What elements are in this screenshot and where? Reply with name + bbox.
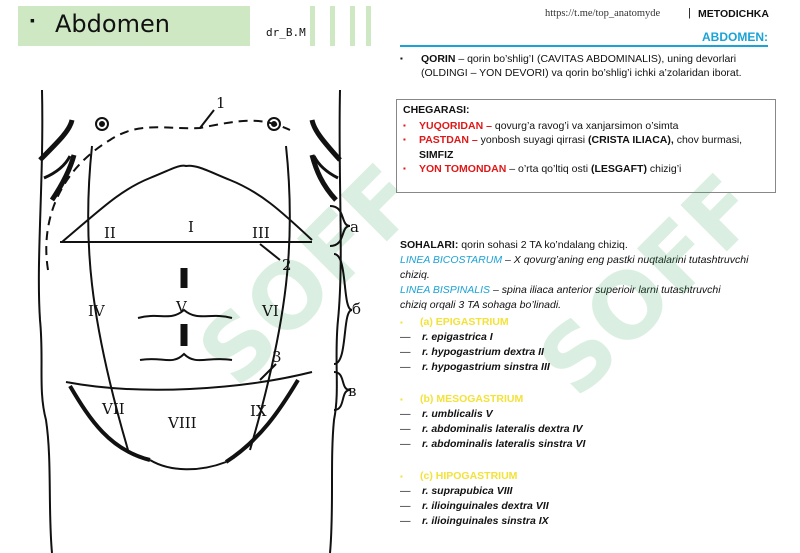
page-title: Abdomen [55,10,170,38]
channel-link[interactable]: https://t.me/top_anatomyde [545,8,661,19]
list-item: —r. hypogastrium sinstra III [400,361,550,373]
svg-text:VI: VI [261,302,279,320]
svg-text:в: в [348,382,356,400]
svg-text:I: I [188,218,194,236]
list-item: —r. epigastrica I [400,331,493,343]
title-band [18,6,250,46]
regions-section: SOHALARI: qorin sohasi 2 TA ko’ndalang c… [400,238,772,529]
regions-label: SOHALARI: [400,239,459,251]
body-outline-left [37,89,53,553]
list-item: —r. umblicalis V [400,408,493,420]
intro-paragraph: ▪ QORIN – qorin bo’shlig’I (CAVITAS ABDO… [400,52,770,80]
border-item: ▪PASTDAN – yonbosh suyagi qirrasi (CRIST… [403,134,743,161]
title-bullet: ▪ [30,12,35,28]
svg-text:VIII: VIII [167,414,197,432]
nipple-right [267,117,281,131]
svg-text:VII: VII [101,400,125,418]
section-title: ABDOMEN: [702,30,768,44]
list-item: —r. ilioinguinales sinstra IX [400,515,549,527]
svg-text:3: 3 [272,348,282,366]
svg-text:a: a [350,218,359,236]
svg-text:1: 1 [216,94,226,112]
group-heading: (b) MESOGASTRIUM [420,393,524,405]
svg-text:IV: IV [88,302,106,320]
abdomen-regions-diagram: II I III IV V VI VII VIII IX 1 2 3 a б в [37,89,361,553]
intro-text: – qorin bo’shlig’I (CAVITAS ABDOMINALIS)… [455,53,737,65]
header-separator: | [688,7,691,19]
region-group: ▪(b) MESOGASTRIUM —r. umblicalis V —r. a… [400,392,772,452]
list-item: —r. suprapubica VIII [400,485,513,497]
nipple-left [95,117,109,131]
list-item: —r. abdominalis lateralis sinstra VI [400,438,586,450]
border-item: ▪YON TOMONDAN – o’rta qo’ltiq osti (LESG… [403,163,682,175]
header-tag: METODICHKA [698,8,769,20]
border-item: ▪YUQORIDAN – qovurg’a ravog’i va xanjars… [403,119,679,132]
intro-text-line2: (OLDINGI – YON DEVORI) va qorin bo’shlig… [421,67,742,79]
author-signature: dr_B.M [266,26,306,39]
svg-text:III: III [252,224,270,242]
group-heading: (c) HIPOGASTRIUM [420,470,518,482]
borders-box: CHEGARASI: ▪YUQORIDAN – qovurg’a ravog’i… [396,99,776,193]
region-group: ▪(c) HIPOGASTRIUM —r. suprapubica VIII —… [400,469,772,529]
line-bispinalis: LINEA BISPINALIS [400,284,491,296]
intro-bullet: ▪ [400,54,403,63]
svg-text:2: 2 [282,256,292,274]
list-item: —r. abdominalis lateralis dextra IV [400,423,583,435]
borders-heading: CHEGARASI: [403,104,470,116]
section-rule [400,45,768,47]
watermark: SOFF SOFF [179,145,780,416]
body-outline-right [329,89,342,553]
line-bicostarum: LINEA BICOSTARUM [400,254,503,266]
list-item: —r. ilioinguinales dextra VII [400,500,549,512]
svg-text:II: II [104,224,116,242]
svg-text:IX: IX [250,402,267,420]
list-item: —r. hypogastrium dextra II [400,346,544,358]
svg-text:б: б [352,300,361,318]
svg-text:V: V [175,298,188,316]
svg-text:SOFF: SOFF [519,155,780,416]
intro-term: QORIN [421,53,456,65]
region-group: ▪(a) EPIGASTRIUM —r. epigastrica I —r. h… [400,315,772,375]
group-heading: (a) EPIGASTRIUM [420,316,509,328]
